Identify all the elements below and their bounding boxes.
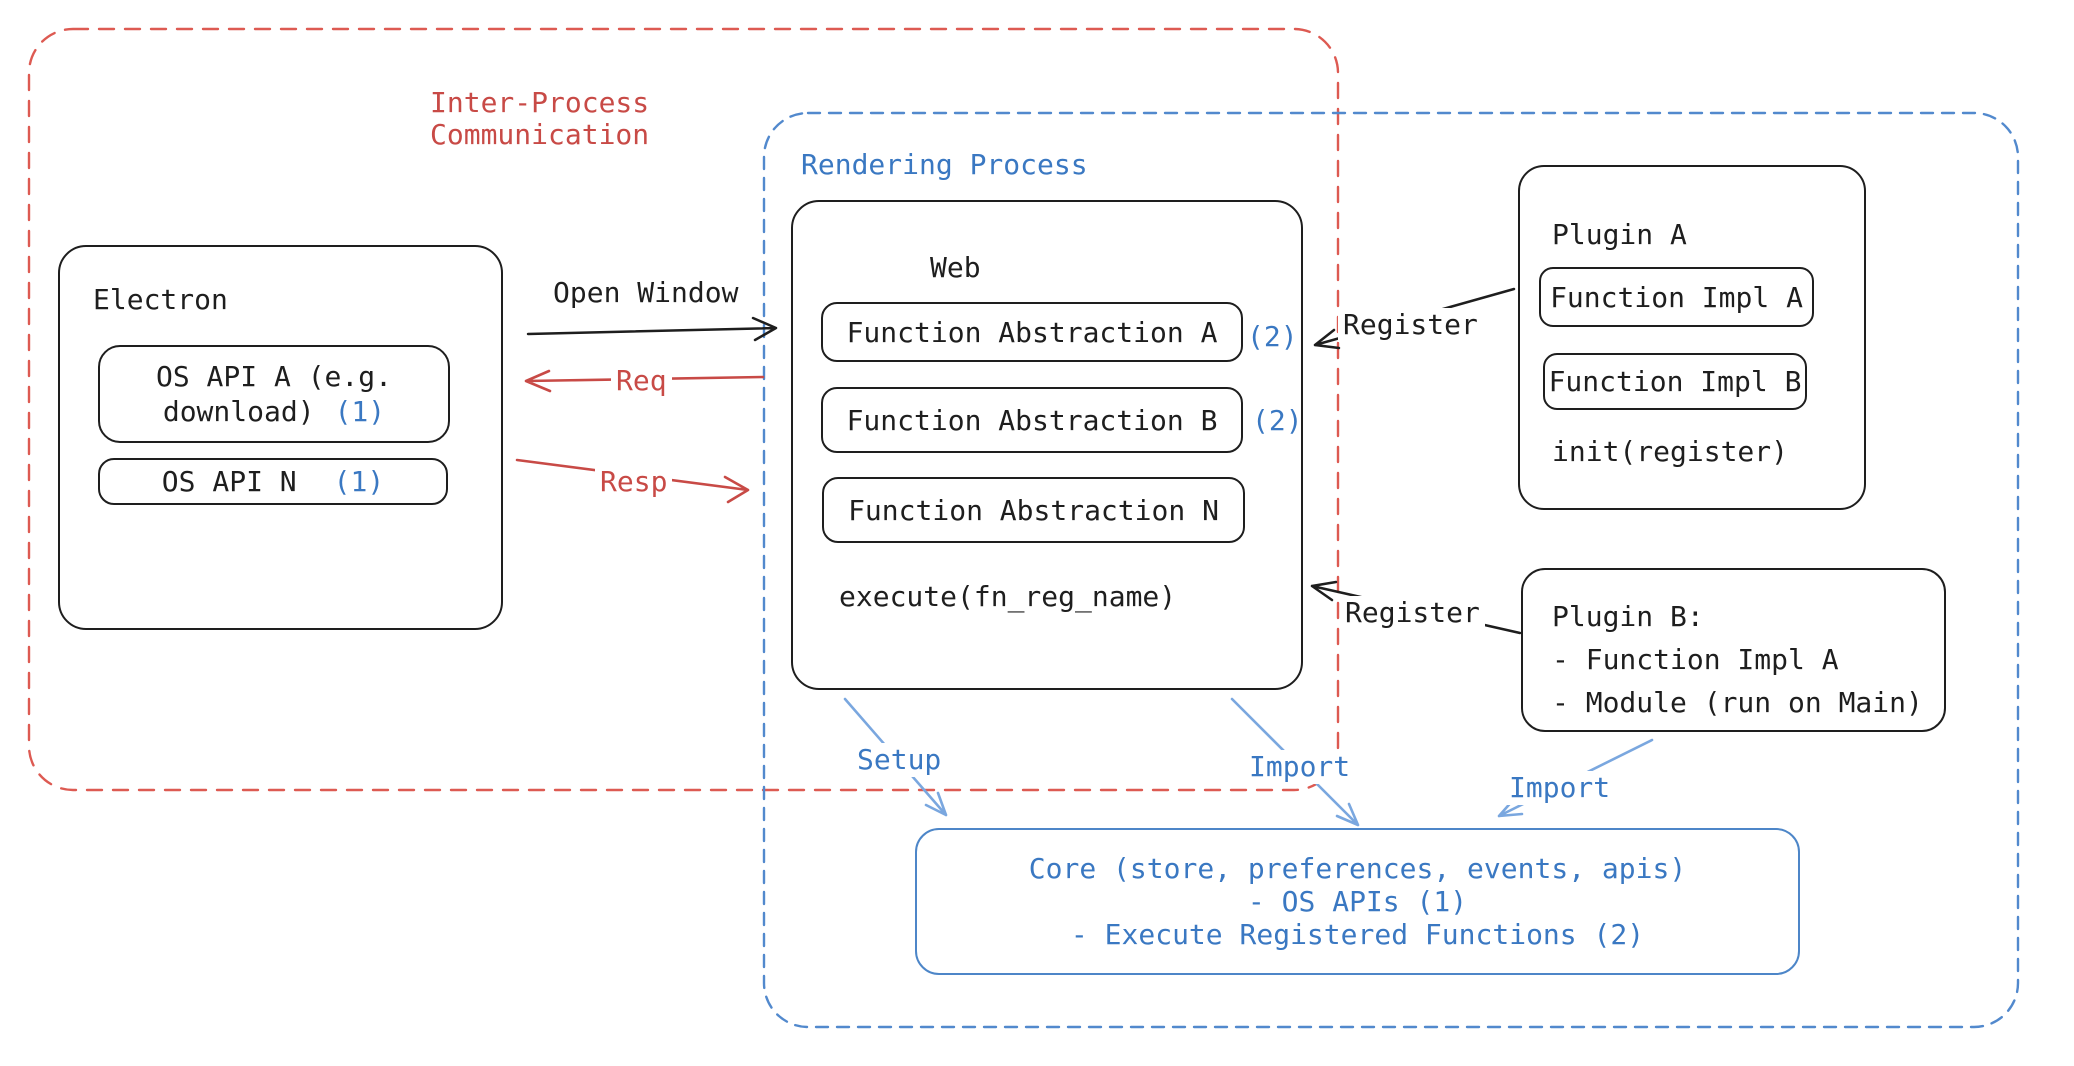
setup-label: Setup: [852, 743, 947, 777]
os-api-a-label: OS API A (e.g. download)(1): [155, 360, 392, 428]
init-register-label: init(register): [1552, 435, 1789, 468]
core-line-2: - OS APIs (1): [1247, 885, 1468, 918]
function-impl-b-box: Function Impl B: [1543, 353, 1807, 410]
req-label: Req: [611, 364, 672, 398]
execute-label: execute(fn_reg_name): [839, 580, 1177, 613]
function-abstraction-a-label: Function Abstraction A: [846, 315, 1218, 349]
os-api-a-box: OS API A (e.g. download)(1): [98, 345, 450, 443]
function-abstraction-a-box: Function Abstraction A: [821, 302, 1243, 362]
function-abstraction-b-label: Function Abstraction B: [846, 403, 1218, 437]
plugin-b-item-function-impl-a: - Function Impl A: [1552, 643, 1839, 676]
web-title: Web: [930, 251, 981, 284]
function-abstraction-b-box: Function Abstraction B: [821, 387, 1243, 453]
plugin-b-title: Plugin B:: [1552, 600, 1704, 633]
os-api-n-label: OS API N: [161, 465, 297, 498]
core-line-3: - Execute Registered Functions (2): [1070, 918, 1645, 951]
function-abstraction-a-ref: (2): [1247, 320, 1298, 353]
os-api-n-ref: (1): [333, 465, 385, 498]
core-box: Core (store, preferences, events, apis) …: [915, 828, 1800, 975]
function-abstraction-b-ref: (2): [1252, 404, 1303, 437]
function-abstraction-n-label: Function Abstraction N: [848, 493, 1219, 527]
function-impl-b-label: Function Impl B: [1548, 365, 1802, 398]
function-abstraction-n-box: Function Abstraction N: [822, 477, 1245, 543]
plugin-a-title: Plugin A: [1552, 218, 1687, 251]
core-line-1: Core (store, preferences, events, apis): [1028, 852, 1687, 885]
electron-title: Electron: [93, 283, 228, 316]
plugin-b-item-module: - Module (run on Main): [1552, 686, 1923, 719]
import-mid-label: Import: [1244, 750, 1356, 784]
import-right-label: Import: [1504, 771, 1616, 805]
open-window-label: Open Window: [548, 276, 744, 310]
os-api-a-ref: (1): [334, 395, 386, 428]
register-top-label: Register: [1338, 308, 1483, 342]
open-window-arrow: [526, 316, 778, 342]
rendering-region-title: Rendering Process: [801, 148, 1088, 181]
register-bottom-label: Register: [1340, 596, 1485, 630]
os-api-n-box: OS API N (1): [98, 458, 448, 505]
function-impl-a-label: Function Impl A: [1550, 280, 1803, 314]
function-impl-a-box: Function Impl A: [1539, 267, 1814, 327]
resp-label: Resp: [595, 465, 673, 499]
